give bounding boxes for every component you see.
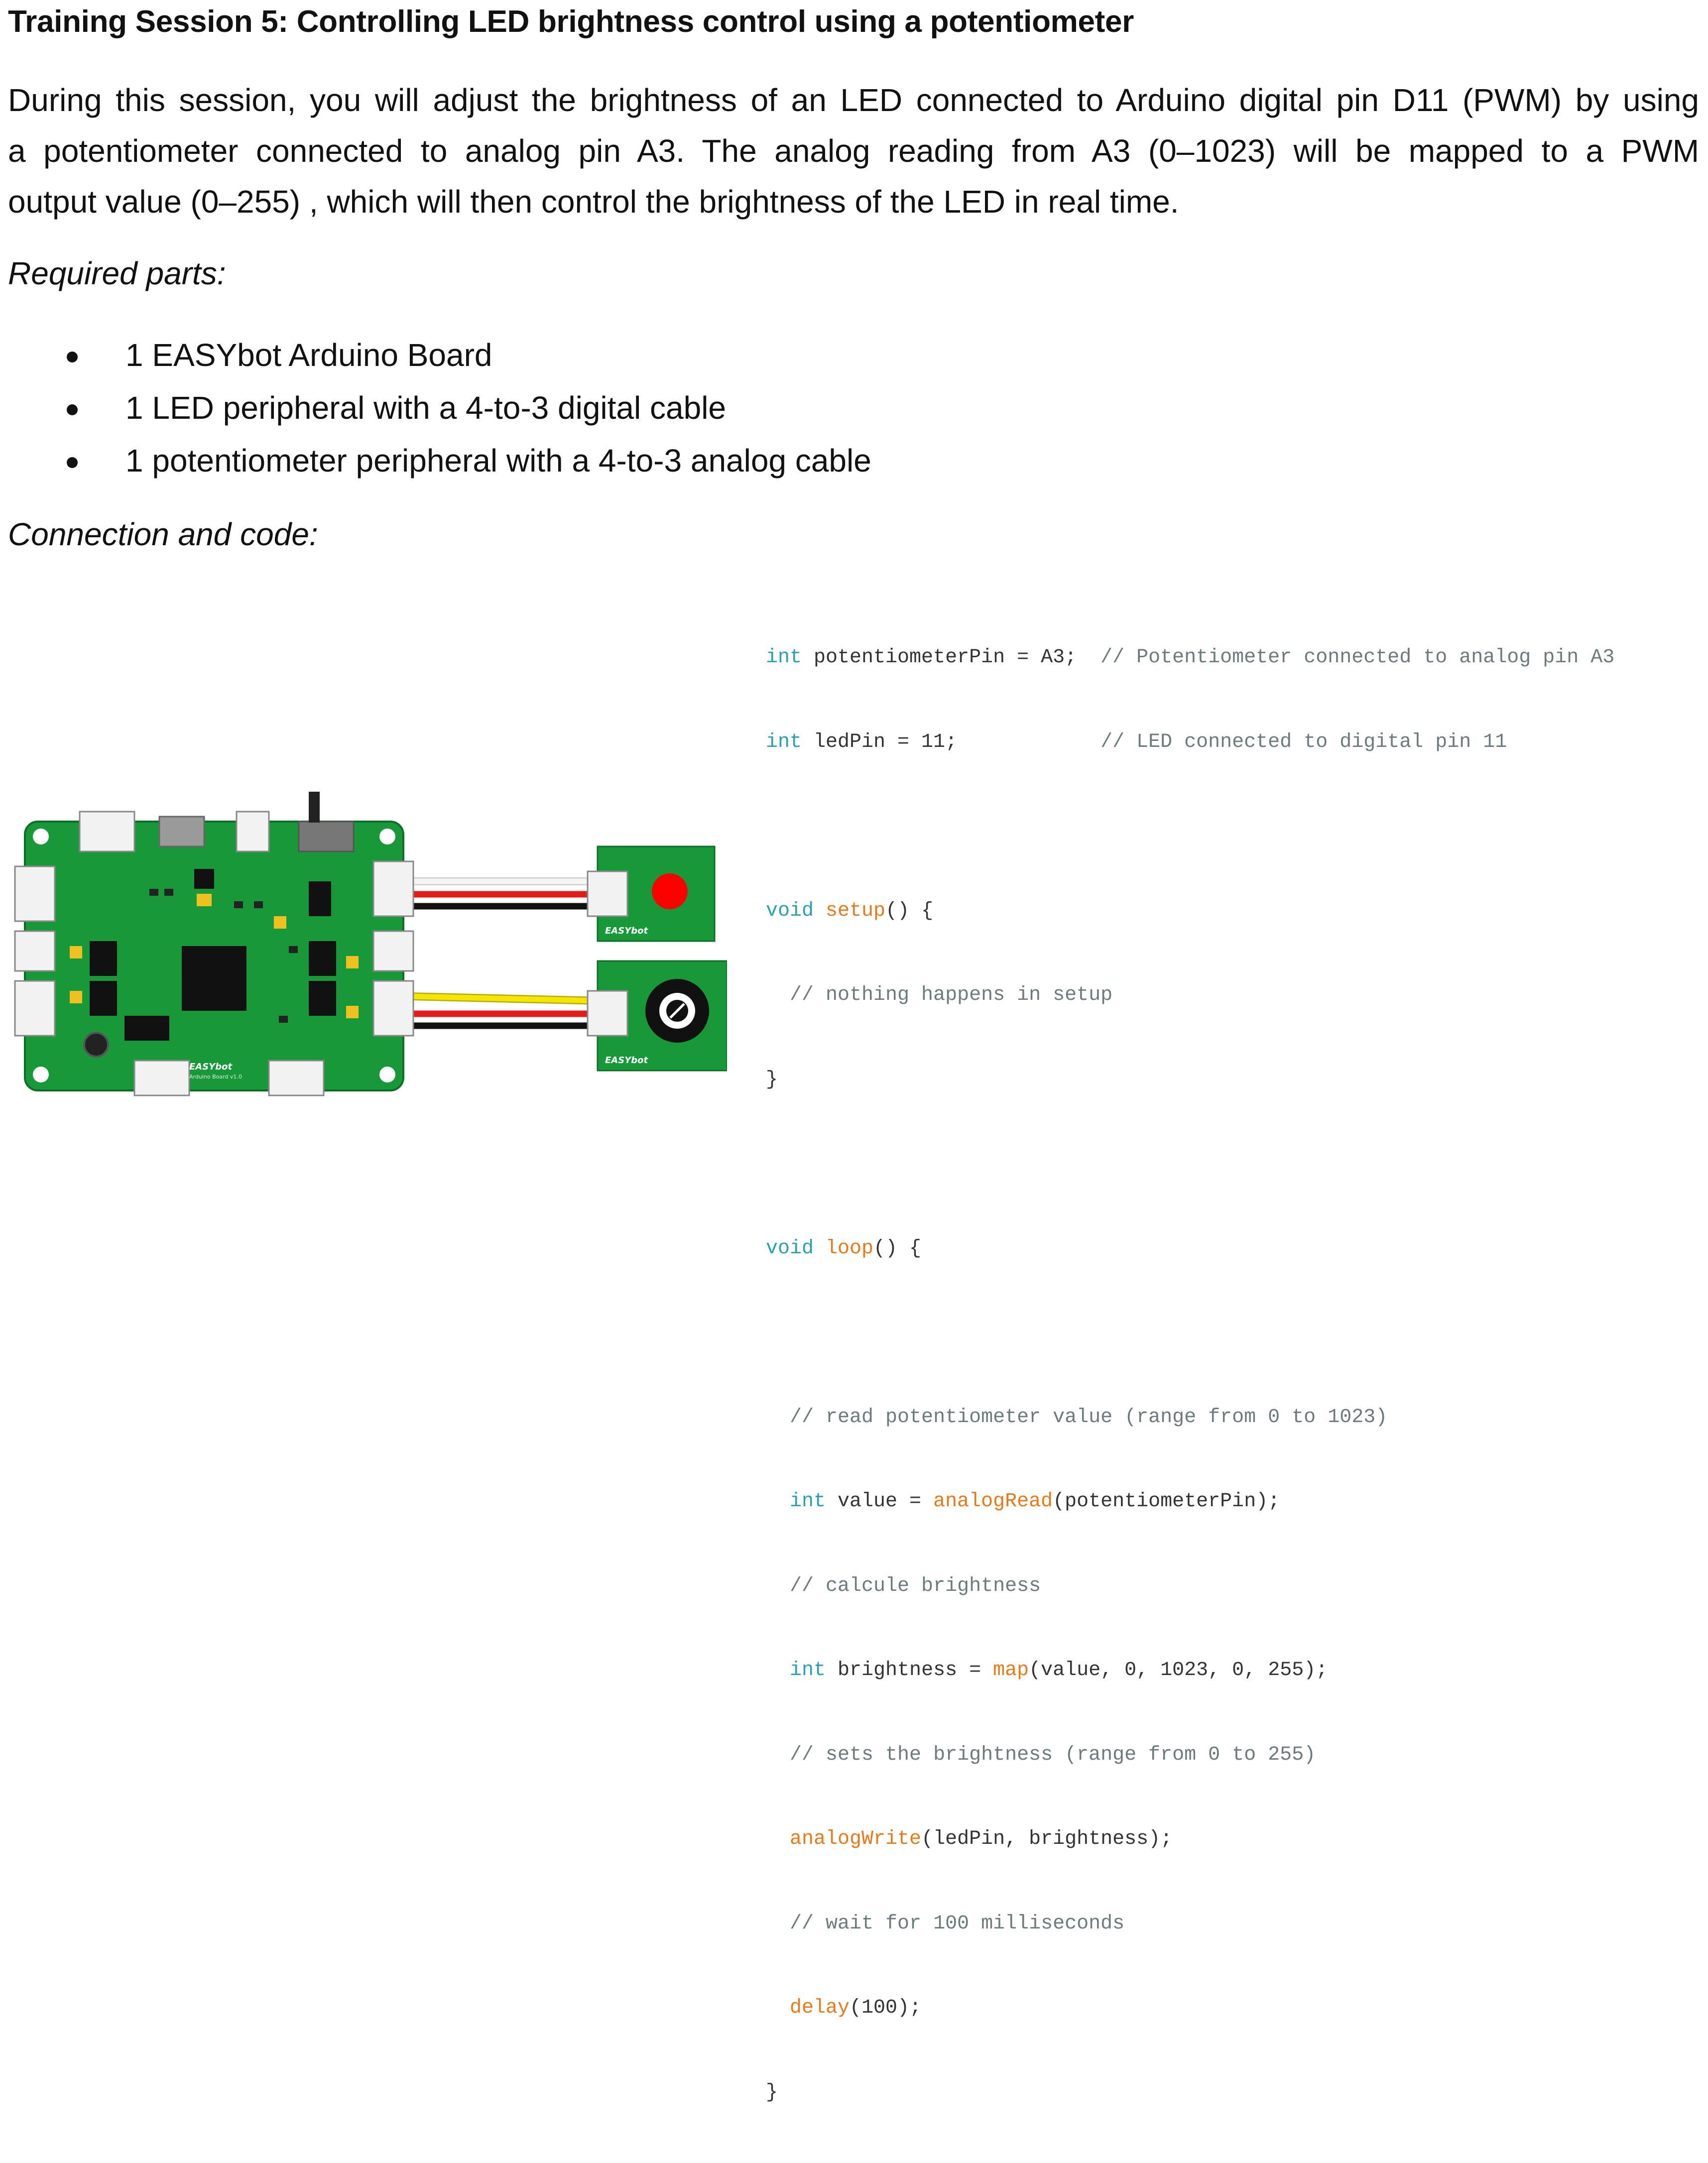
code-line bbox=[766, 1319, 1614, 1347]
code-line: analogWrite(ledPin, brightness); bbox=[790, 1828, 1173, 1850]
code-line bbox=[766, 813, 1614, 841]
code-line: // wait for 100 milliseconds bbox=[790, 1912, 1125, 1935]
code-line: // nothing happens in setup bbox=[790, 984, 1113, 1006]
code-line: } bbox=[766, 1068, 778, 1091]
list-item: 1 LED peripheral with a 4-to-3 digital c… bbox=[0, 381, 871, 434]
code-line: // read potentiometer value (range from … bbox=[790, 1406, 1388, 1429]
parts-list: 1 EASYbot Arduino Board 1 LED peripheral… bbox=[0, 329, 871, 487]
pot-cable bbox=[388, 992, 603, 1029]
board-version: Arduino Board v1.0 bbox=[189, 1074, 242, 1080]
part-label: 1 LED peripheral with a 4-to-3 digital c… bbox=[125, 390, 726, 426]
code-line bbox=[766, 1150, 1614, 1179]
code-line: int value = analogRead(potentiometerPin)… bbox=[790, 1490, 1280, 1513]
pot-module-logo: EASYbot bbox=[605, 1055, 648, 1066]
intro-line: output value (0–255) , which will then c… bbox=[8, 184, 1179, 220]
bullet-icon bbox=[67, 352, 78, 362]
potentiometer-module: EASYbot bbox=[587, 960, 727, 1072]
intro-line: During this session, you will adjust the… bbox=[8, 82, 1699, 118]
required-parts-heading: Required parts: bbox=[8, 255, 226, 291]
code-line: // calcule brightness bbox=[790, 1574, 1041, 1597]
document-page: Training Session 5: Controlling LED brig… bbox=[0, 4, 1699, 2104]
arduino-board: EASYbot Arduino Board v1.0 bbox=[14, 792, 414, 1096]
code-listing: int potentiometerPin = A3; // Potentiome… bbox=[766, 588, 1614, 2163]
led-module-logo: EASYbot bbox=[605, 926, 648, 936]
part-label: 1 potentiometer peripheral with a 4-to-3… bbox=[125, 443, 871, 479]
bullet-icon bbox=[67, 457, 78, 468]
code-line: } bbox=[766, 2081, 778, 2104]
code-line: delay(100); bbox=[790, 1997, 922, 2019]
session-title: Training Session 5: Controlling LED brig… bbox=[8, 4, 1134, 39]
intro-paragraph: During this session, you will adjust the… bbox=[8, 75, 1699, 227]
part-label: 1 EASYbot Arduino Board bbox=[125, 337, 492, 373]
code-line: int ledPin = 11; // LED connected to dig… bbox=[766, 730, 1507, 753]
led-cable bbox=[388, 877, 603, 910]
code-line: void loop() { bbox=[766, 1237, 922, 1260]
board-logo: EASYbot bbox=[189, 1062, 233, 1072]
led-module: EASYbot bbox=[587, 845, 716, 942]
intro-line: a potentiometer connected to analog pin … bbox=[8, 133, 1699, 169]
red-led-icon bbox=[652, 873, 688, 909]
code-line: // sets the brightness (range from 0 to … bbox=[790, 1743, 1316, 1766]
code-line: int potentiometerPin = A3; // Potentiome… bbox=[766, 646, 1615, 669]
list-item: 1 potentiometer peripheral with a 4-to-3… bbox=[0, 434, 871, 487]
list-item: 1 EASYbot Arduino Board bbox=[0, 329, 871, 381]
wiring-diagram: EASYbot Arduino Board v1.0 EASYbot EASYb… bbox=[14, 792, 727, 1096]
code-line: int brightness = map(value, 0, 1023, 0, … bbox=[790, 1659, 1328, 1682]
code-line: void setup() { bbox=[766, 899, 934, 922]
bullet-icon bbox=[67, 404, 78, 415]
connection-code-heading: Connection and code: bbox=[8, 516, 318, 552]
